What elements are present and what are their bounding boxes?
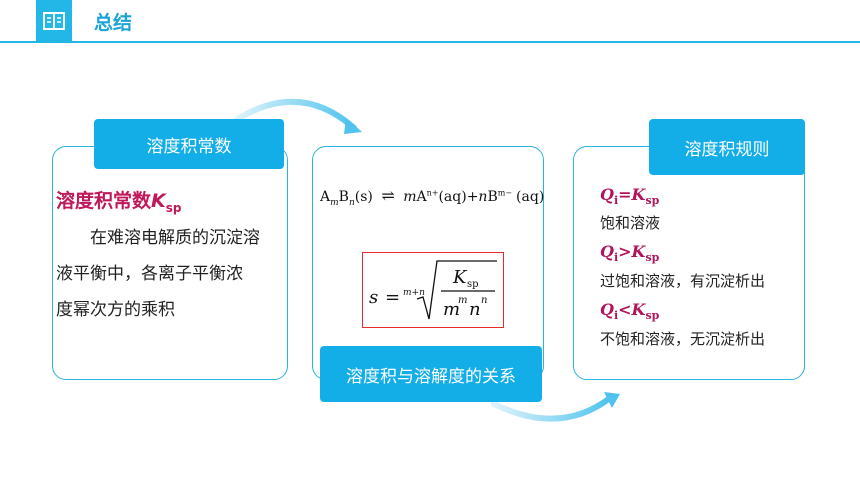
eq-coef-m: m [403,189,417,205]
eq-aq: (aq) [438,189,467,205]
rule-equal-text: 饱和溶液 [600,214,661,232]
formula-m: m [443,299,460,320]
eq-aq: (aq) [516,189,545,205]
rule-qsub: i [613,309,619,323]
formula-svg: s = m+n K sp m m n n [369,260,497,320]
tag-relation: 溶度积与溶解度的关系 [320,346,542,402]
rule-qsub: i [613,194,619,208]
rule-k: K [631,242,646,261]
eq-charge-pos: n+ [426,188,439,198]
ksp-heading: 溶度积常数Ksp [56,186,181,215]
rule-op: = [618,185,632,204]
formula-equals: = [385,287,400,308]
arrow-head-bottom [604,392,620,408]
ksp-heading-sub: sp [165,200,182,215]
eq-b: B [338,189,349,205]
definition-line: 在难溶电解质的沉淀溶 [90,228,260,248]
rule-greater-text: 过饱和溶液，有沉淀析出 [600,272,766,290]
rule-greater-condition: Qi>Ksp [600,242,659,264]
rule-k: K [631,300,646,319]
eq-charge-neg: m− [497,188,513,198]
formula-s: s [369,287,378,308]
ksp-heading-text: 溶度积常数 [56,190,152,212]
rule-qsub: i [613,251,619,265]
definition-line: 度幂次方的乘积 [56,300,175,320]
rule-equal-condition: Qi=Ksp [600,185,659,207]
rule-ksub: sp [645,194,660,208]
ksp-definition: 在难溶电解质的沉淀溶 液平衡中，各离子平衡浓 度幂次方的乘积 [56,220,286,328]
rule-k: K [631,185,646,204]
rule-op: < [618,300,632,319]
solubility-formula: s = m+n K sp m m n n [362,252,504,328]
definition-line: 液平衡中，各离子平衡浓 [56,264,243,284]
arrow-head-top [344,118,362,134]
rule-less-text: 不饱和溶液，无沉淀析出 [600,330,766,348]
rule-op: > [618,242,632,261]
rule-less-condition: Qi<Ksp [600,300,659,322]
tag-rules: 溶度积规则 [649,119,805,175]
root-index: m+n [403,288,425,298]
eq-s: (s) [354,189,373,205]
ksp-heading-k: K [151,190,166,212]
rule-q: Q [600,185,614,204]
eq-n: n [348,197,355,208]
dissolution-equation: AmBn(s) ⇌ mAn+(aq)+nBm−(aq) [320,186,545,208]
rule-q: Q [600,242,614,261]
page-title: 总结 [94,12,133,34]
formula-k: K [452,267,468,288]
eq-a: A [320,189,331,205]
center-card [312,146,544,380]
header-bar: 总结 [0,0,860,43]
book-icon [36,0,72,42]
formula-n: n [469,299,481,320]
equilibrium-arrow-icon: ⇌ [381,186,395,205]
eq-plus: + [466,189,479,205]
eq-coef-n: n [478,189,488,205]
right-card [573,146,805,380]
radical-sign [416,260,497,320]
formula-n-exp: n [481,295,487,306]
header-divider [0,41,860,43]
formula-m-exp: m [458,295,467,306]
rule-q: Q [600,300,614,319]
rule-ksub: sp [645,309,660,323]
formula-sp: sp [467,279,479,290]
eq-m: m [330,197,339,208]
tag-solubility-product: 溶度积常数 [94,119,284,169]
rule-ksub: sp [645,251,660,265]
